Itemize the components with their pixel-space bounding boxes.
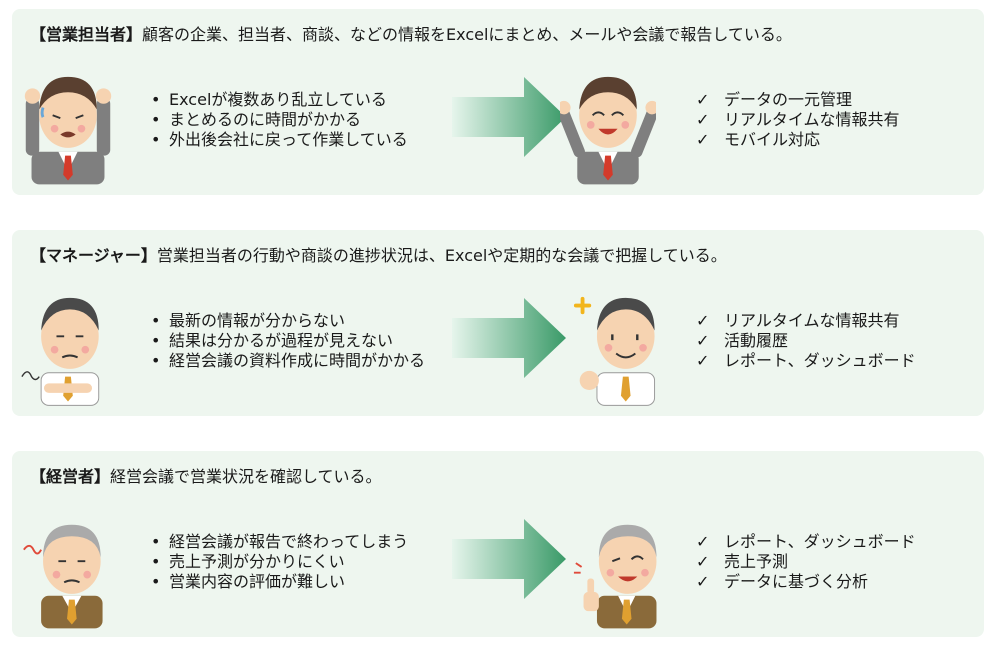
section-sales-rep: 【営業担当者】顧客の企業、担当者、商談、などの情報をExcelにまとめ、メールや… bbox=[12, 9, 984, 195]
solution-item: データの一元管理 bbox=[694, 90, 900, 110]
role-description: 営業担当者の行動や商談の進捗状況は、Excelや定期的な会議で把握している。 bbox=[156, 246, 727, 265]
solution-list: レポート、ダッシュボード 売上予測 データに基づく分析 bbox=[694, 532, 916, 592]
section-heading: 【マネージャー】営業担当者の行動や商談の進捗状況は、Excelや定期的な会議で把… bbox=[30, 242, 727, 266]
section-heading: 【経営者】経営会議で営業状況を確認している。 bbox=[30, 463, 382, 487]
problem-item: まとめるのに時間がかかる bbox=[149, 110, 408, 130]
solution-item: モバイル対応 bbox=[694, 130, 900, 150]
role-title: 【営業担当者】 bbox=[30, 25, 143, 44]
problem-list: 経営会議が報告で終わってしまう 売上予測が分かりにくい 営業内容の評価が難しい bbox=[149, 532, 408, 592]
problem-item: 結果は分かるが過程が見えない bbox=[149, 331, 425, 351]
role-title: 【マネージャー】 bbox=[30, 246, 157, 265]
role-description: 経営会議で営業状況を確認している。 bbox=[110, 467, 382, 486]
problem-item: 経営会議が報告で終わってしまう bbox=[149, 532, 408, 552]
problem-item: 売上予測が分かりにくい bbox=[149, 552, 408, 572]
thumbs-up-executive-illustration bbox=[572, 503, 668, 629]
problem-list: 最新の情報が分からない 結果は分かるが過程が見えない 経営会議の資料作成に時間が… bbox=[149, 311, 425, 371]
role-description: 顧客の企業、担当者、商談、などの情報をExcelにまとめ、メールや会議で報告して… bbox=[142, 25, 792, 44]
solution-item: データに基づく分析 bbox=[694, 572, 916, 592]
section-manager: 【マネージャー】営業担当者の行動や商談の進捗状況は、Excelや定期的な会議で把… bbox=[12, 230, 984, 416]
problem-item: Excelが複数あり乱立している bbox=[149, 90, 408, 110]
puzzled-manager-illustration bbox=[20, 280, 116, 406]
solution-item: 活動履歴 bbox=[694, 331, 916, 351]
problem-item: 経営会議の資料作成に時間がかかる bbox=[149, 351, 425, 371]
section-executive: 【経営者】経営会議で営業状況を確認している。 経営会議が報告で終わってしまう 売… bbox=[12, 451, 984, 637]
problem-item: 最新の情報が分からない bbox=[149, 311, 425, 331]
solution-item: 売上予測 bbox=[694, 552, 916, 572]
role-title: 【経営者】 bbox=[30, 467, 111, 486]
problem-list: Excelが複数あり乱立している まとめるのに時間がかかる 外出後会社に戻って作… bbox=[149, 90, 408, 150]
section-heading: 【営業担当者】顧客の企業、担当者、商談、などの情報をExcelにまとめ、メールや… bbox=[30, 21, 792, 45]
worried-executive-illustration bbox=[20, 503, 116, 629]
solution-item: リアルタイムな情報共有 bbox=[694, 110, 900, 130]
right-arrow-icon bbox=[452, 298, 566, 378]
solution-item: レポート、ダッシュボード bbox=[694, 532, 916, 552]
solution-list: データの一元管理 リアルタイムな情報共有 モバイル対応 bbox=[694, 90, 900, 150]
right-arrow-icon bbox=[452, 519, 566, 599]
problem-item: 外出後会社に戻って作業している bbox=[149, 130, 408, 150]
confident-manager-illustration bbox=[572, 280, 668, 406]
right-arrow-icon bbox=[452, 77, 566, 157]
worried-salesman-illustration bbox=[20, 59, 116, 185]
solution-item: リアルタイムな情報共有 bbox=[694, 311, 916, 331]
solution-list: リアルタイムな情報共有 活動履歴 レポート、ダッシュボード bbox=[694, 311, 916, 371]
solution-item: レポート、ダッシュボード bbox=[694, 351, 916, 371]
happy-salesman-illustration bbox=[560, 59, 656, 185]
problem-item: 営業内容の評価が難しい bbox=[149, 572, 408, 592]
